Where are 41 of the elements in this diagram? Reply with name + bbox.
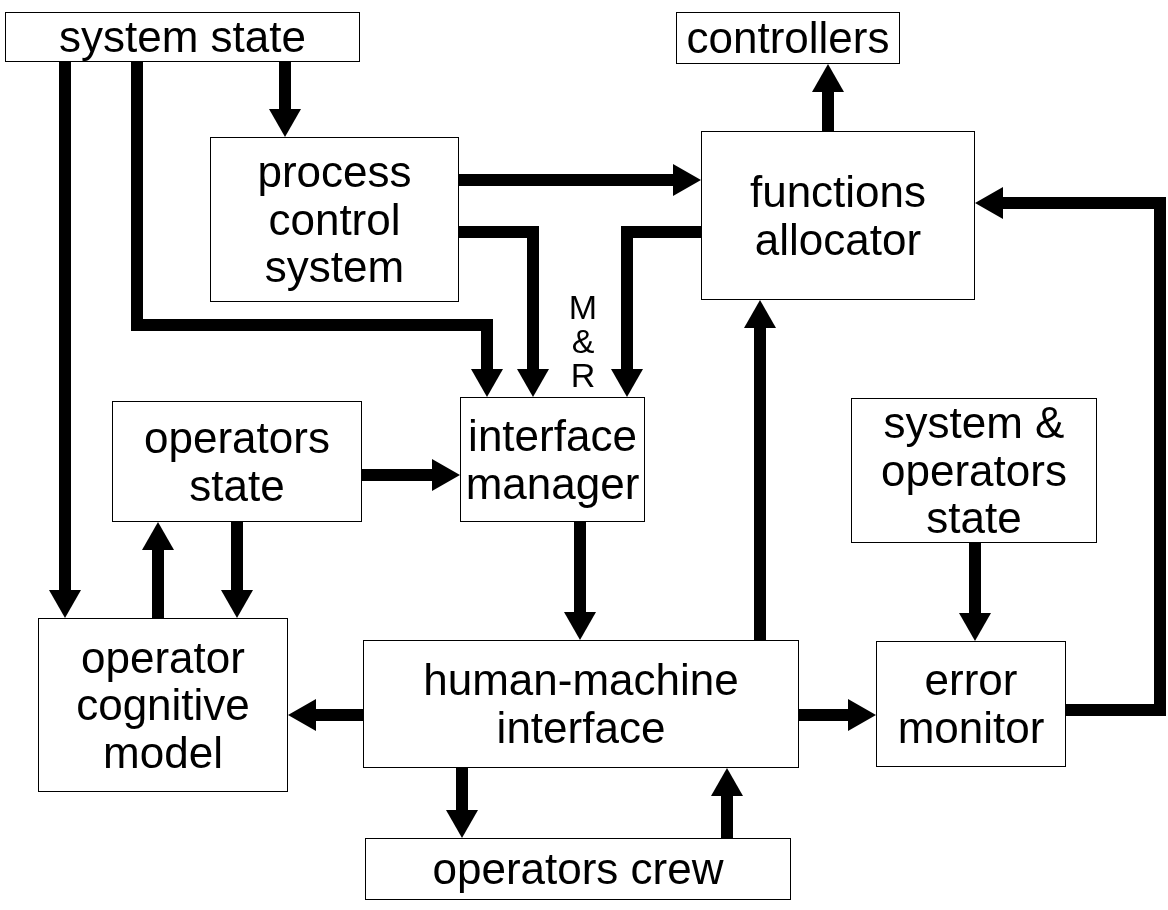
arrow xyxy=(744,300,776,640)
node-label: operator cognitive model xyxy=(75,633,251,777)
arrow xyxy=(142,522,174,618)
node-label: interface manager xyxy=(464,412,641,507)
process-box xyxy=(112,401,362,522)
arrow xyxy=(611,226,701,397)
process-box xyxy=(365,838,791,900)
arrow xyxy=(564,522,596,640)
process-box xyxy=(38,618,288,792)
arrow xyxy=(799,699,876,731)
node-label: controllers xyxy=(686,14,890,62)
arrow xyxy=(459,226,549,397)
node-label: system & operators state xyxy=(880,399,1068,542)
arrow xyxy=(221,522,253,618)
process-box xyxy=(5,12,360,62)
process-box xyxy=(460,397,645,522)
process-box xyxy=(676,12,900,64)
arrow xyxy=(812,64,844,131)
arrow xyxy=(959,543,991,641)
edge-group-label: M & R xyxy=(567,290,599,392)
arrow xyxy=(49,62,81,618)
node-label: operators crew xyxy=(432,845,724,893)
node-label: system state xyxy=(59,13,306,61)
arrow xyxy=(446,768,478,838)
arrow xyxy=(459,164,701,196)
arrow xyxy=(288,699,363,731)
process-box xyxy=(851,398,1097,543)
arrow xyxy=(362,459,460,491)
process-box xyxy=(876,641,1066,767)
node-label: functions allocator xyxy=(748,168,928,263)
node-label: process control system xyxy=(256,148,413,291)
node-label: error monitor xyxy=(896,656,1046,752)
process-box xyxy=(363,640,799,768)
arrow xyxy=(269,62,301,137)
arrow xyxy=(975,187,1166,716)
arrow xyxy=(131,62,503,397)
process-box xyxy=(701,131,975,300)
process-box xyxy=(210,137,459,302)
arrow xyxy=(711,768,743,838)
node-label: human-machine interface xyxy=(422,656,740,752)
node-label: operators state xyxy=(143,414,331,509)
